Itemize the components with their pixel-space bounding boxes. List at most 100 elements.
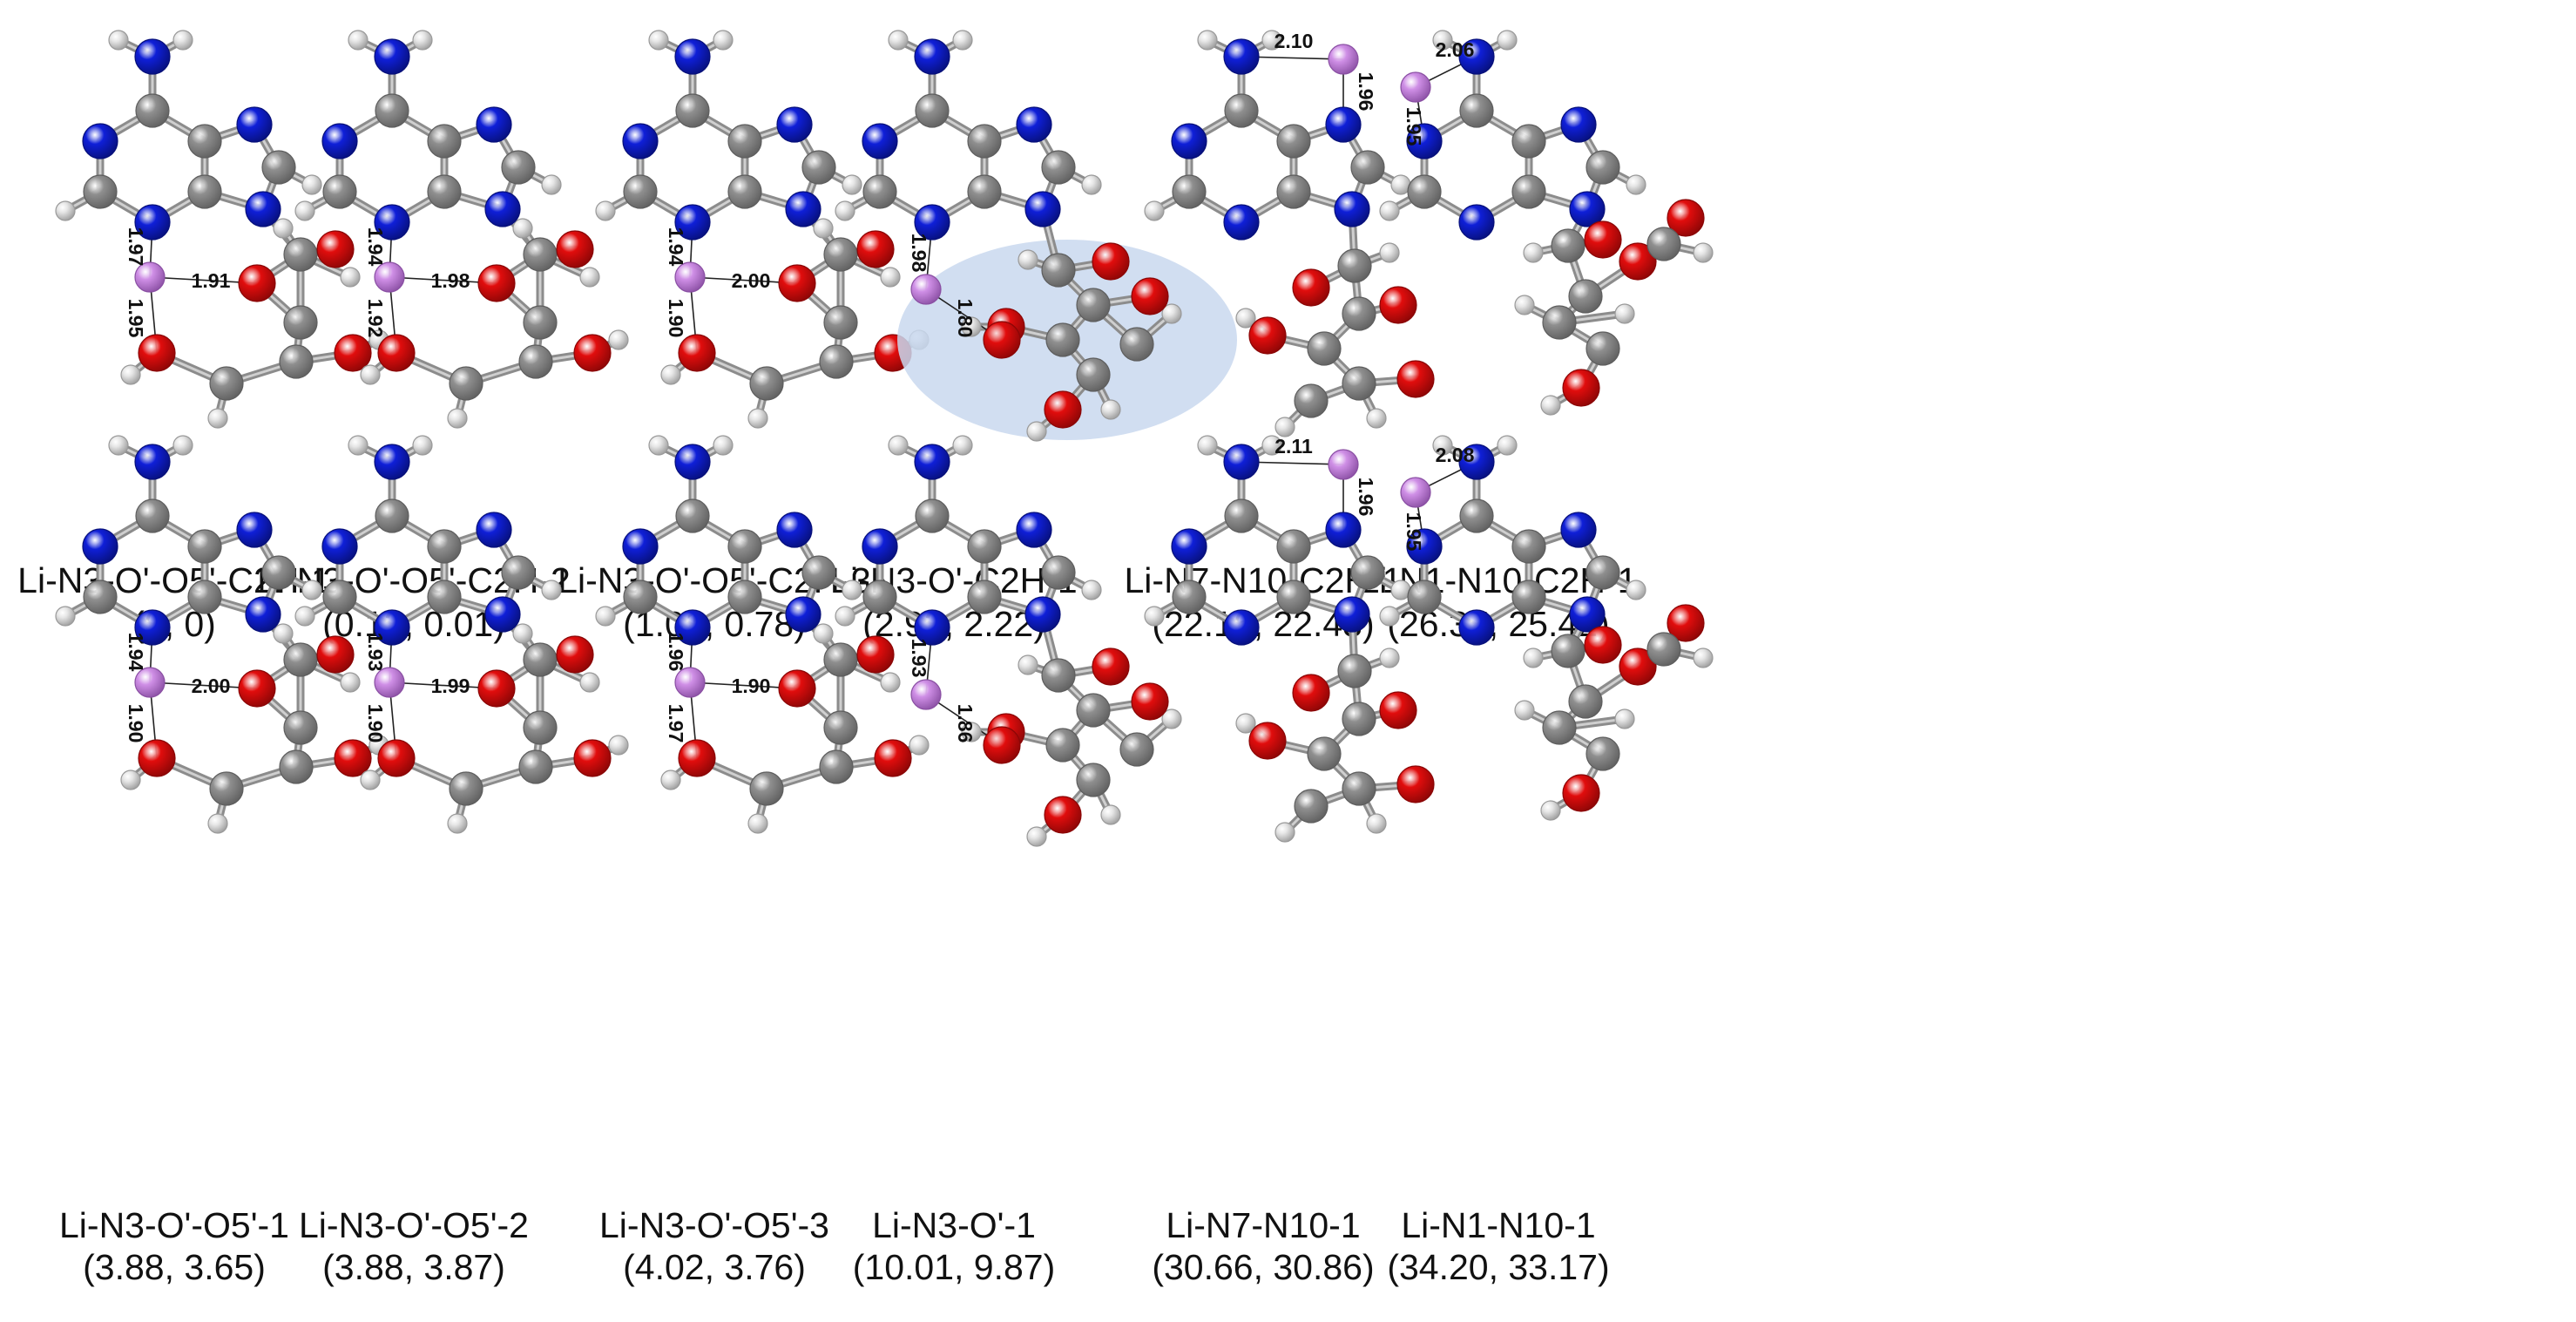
carbon-atom: [1585, 150, 1620, 185]
oxygen-atom: [1667, 604, 1705, 642]
carbon-atom: [449, 366, 483, 401]
relative-energies: (4.02, 3.76): [623, 1247, 806, 1287]
carbon-atom: [967, 124, 1002, 159]
bond-distance-label: 1.94: [665, 227, 687, 267]
hydrogen-atom: [1540, 395, 1561, 416]
lithium-atom: [910, 679, 942, 710]
hydrogen-atom: [447, 813, 468, 834]
carbon-atom: [135, 93, 170, 128]
oxygen-atom: [983, 726, 1021, 764]
hydrogen-atom: [835, 606, 855, 627]
hydrogen-atom: [1432, 30, 1453, 51]
hydrogen-atom: [1274, 822, 1295, 843]
bond-distance-label: 1.96: [1355, 72, 1377, 112]
carbon-atom: [1041, 658, 1076, 693]
carbon-atom: [823, 237, 858, 272]
structure-name: Li-N3-O'-O5'-1: [59, 1205, 289, 1245]
bond-distance-label: 1.90: [665, 299, 687, 338]
oxygen-atom: [138, 334, 176, 372]
nitrogen-atom: [785, 596, 821, 633]
carbon-atom: [279, 749, 314, 784]
oxygen-atom: [1562, 369, 1600, 407]
bond-distance-label: 1.90: [364, 704, 387, 743]
hydrogen-atom: [512, 218, 533, 239]
oxygen-atom: [334, 334, 372, 372]
bond-distance-label: 1.95: [1403, 107, 1425, 146]
bond-distance-label: 2.00: [732, 269, 771, 292]
hydrogen-atom: [273, 623, 294, 644]
oxygen-atom: [778, 669, 816, 708]
carbon-atom: [1045, 728, 1080, 763]
carbon-atom: [1511, 580, 1546, 614]
nitrogen-atom: [1458, 444, 1495, 480]
nitrogen-atom: [1024, 191, 1061, 227]
hydrogen-atom: [888, 30, 909, 51]
carbon-atom: [823, 642, 858, 677]
hydrogen-atom: [172, 30, 193, 51]
molecule-panel: 1.931.991.90: [294, 435, 629, 834]
bond-distance-label: 2.10: [1274, 30, 1314, 52]
nitrogen-atom: [1334, 191, 1370, 227]
hydrogen-atom: [1523, 647, 1544, 668]
hydrogen-atom: [294, 200, 315, 221]
carbon-atom: [1342, 771, 1376, 806]
lithium-atom: [1328, 44, 1359, 75]
hydrogen-atom: [447, 408, 468, 429]
carbon-atom: [1172, 580, 1207, 614]
hydrogen-atom: [579, 267, 600, 288]
hydrogen-atom: [348, 30, 368, 51]
carbon-atom: [1551, 634, 1585, 668]
carbon-atom: [823, 305, 858, 340]
carbon-atom: [1076, 357, 1111, 392]
structure-name: Li-N3-O'-1: [872, 1205, 1036, 1245]
nitrogen-atom: [1569, 596, 1606, 633]
bond-distance-label: 2.11: [1274, 435, 1313, 458]
nitrogen-atom: [245, 191, 281, 227]
hydrogen-atom: [952, 435, 973, 456]
hydrogen-atom: [1144, 606, 1165, 627]
nitrogen-atom: [674, 609, 711, 646]
carbon-atom: [1511, 124, 1546, 159]
oxygen-atom: [856, 230, 895, 268]
nitrogen-atom: [1223, 204, 1260, 241]
carbon-atom: [1337, 248, 1372, 283]
carbon-atom: [675, 93, 710, 128]
hydrogen-atom: [55, 606, 76, 627]
hydrogen-atom: [1144, 200, 1165, 221]
hydrogen-atom: [340, 672, 361, 693]
oxygen-atom: [1619, 647, 1657, 686]
nitrogen-atom: [476, 512, 512, 548]
carbon-atom: [1342, 366, 1376, 401]
nitrogen-atom: [1560, 512, 1597, 548]
carbon-atom: [1307, 331, 1342, 366]
carbon-atom: [518, 344, 553, 379]
nitrogen-atom: [1223, 444, 1260, 480]
oxygen-atom: [778, 264, 816, 302]
relative-energies: (34.20, 33.17): [1387, 1247, 1609, 1287]
carbon-atom: [1041, 150, 1076, 185]
carbon-atom: [1342, 296, 1376, 331]
molecule-panel: 1.931.86: [835, 435, 1182, 847]
hydrogen-atom: [1693, 647, 1714, 668]
bond-distance-label: 1.86: [954, 704, 977, 743]
oxygen-atom: [678, 334, 716, 372]
carbon-atom: [801, 555, 836, 590]
hydrogen-atom: [835, 200, 855, 221]
nitrogen-atom: [1406, 528, 1443, 565]
carbon-atom: [375, 498, 409, 533]
hydrogen-atom: [541, 580, 562, 600]
carbon-atom: [727, 529, 762, 564]
hydrogen-atom: [1274, 417, 1295, 437]
oxygen-atom: [1396, 765, 1435, 803]
lithium-atom: [134, 261, 166, 293]
oxygen-atom: [1131, 277, 1169, 315]
bond-distance-label: 1.94: [364, 227, 387, 267]
hydrogen-atom: [660, 769, 681, 790]
nitrogen-atom: [1458, 38, 1495, 75]
carbon-atom: [1276, 174, 1311, 209]
carbon-atom: [1568, 279, 1603, 314]
hydrogen-atom: [412, 30, 433, 51]
hydrogen-atom: [888, 435, 909, 456]
nitrogen-atom: [484, 596, 521, 633]
carbon-atom: [187, 580, 222, 614]
